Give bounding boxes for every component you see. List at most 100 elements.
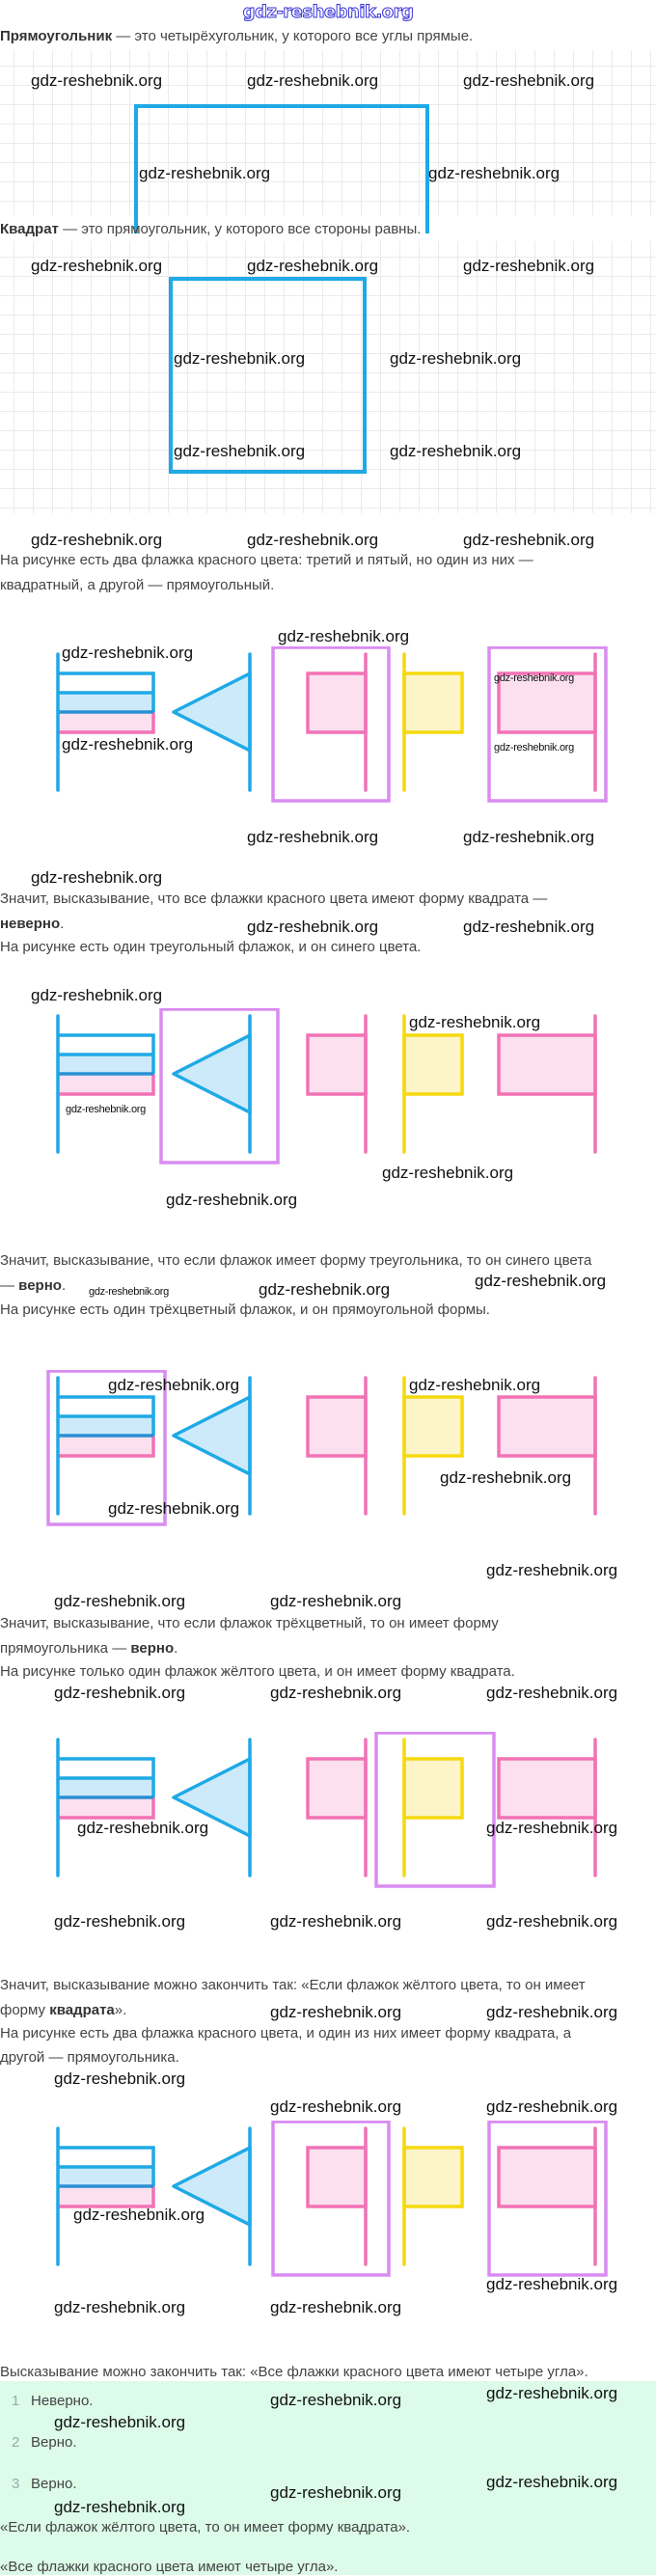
verdict: квадрата xyxy=(49,2002,115,2018)
red-rectangle-flag xyxy=(497,1738,597,1877)
yellow-square-flag xyxy=(402,652,464,792)
watermark-text: gdz-reshebnik.org xyxy=(108,1376,240,1394)
flags-svg xyxy=(56,1007,597,1165)
watermark-text: gdz-reshebnik.org xyxy=(278,627,410,645)
square-shape xyxy=(306,671,368,734)
answer-number: 2 xyxy=(12,2434,20,2451)
intro-line: На рисунке есть один треугольный флажок,… xyxy=(0,939,422,955)
watermark-text: gdz-reshebnik.org xyxy=(270,1684,402,1702)
rectangle-shape xyxy=(134,104,429,233)
watermark-text: gdz-reshebnik.org xyxy=(486,2473,618,2491)
stripe-blue xyxy=(59,1778,154,1797)
highlight-box xyxy=(487,645,608,803)
square-shape xyxy=(402,1395,464,1458)
watermark-text: gdz-reshebnik.org xyxy=(62,644,194,662)
conclusion-post: . xyxy=(61,1277,67,1294)
highlight-box xyxy=(487,2120,608,2277)
conclusion-pre: — xyxy=(0,1277,19,1294)
rectangle-shape xyxy=(497,1395,597,1458)
triangle-flag xyxy=(172,1376,252,1516)
intro-line: другой — прямоугольника. xyxy=(0,2049,179,2066)
flag-outline xyxy=(59,1797,155,1820)
answer-statement: «Все флажки красного цвета имеют четыре … xyxy=(0,2559,339,2575)
watermark-text: gdz-reshebnik.org xyxy=(463,257,595,275)
highlight-box xyxy=(374,1731,496,1888)
rectangle-shape xyxy=(497,2146,597,2208)
intro-line: На рисунке есть два флажка красного цвет… xyxy=(0,2025,572,2042)
watermark-text: gdz-reshebnik.org xyxy=(77,1819,209,1837)
flags-svg xyxy=(56,1731,597,1888)
yellow-square-flag xyxy=(402,1738,464,1877)
conclusion-post: . xyxy=(60,916,65,932)
flag-outline xyxy=(59,1395,155,1436)
flag-outline xyxy=(59,1033,155,1074)
watermark-text: gdz-reshebnik.org xyxy=(31,531,163,549)
conclusion-line: неверно. xyxy=(0,916,64,933)
flags-figure xyxy=(0,1731,656,1896)
watermark-text: gdz-reshebnik.org xyxy=(247,71,379,90)
verdict: верно xyxy=(18,1277,62,1294)
square-shape xyxy=(402,2146,464,2208)
watermark-text: gdz-reshebnik.org xyxy=(486,2097,618,2116)
flags-figure xyxy=(0,645,656,810)
watermark-text: gdz-reshebnik.org xyxy=(270,2483,402,2502)
watermark-text: gdz-reshebnik.org xyxy=(54,1592,186,1610)
triangle-shape xyxy=(172,1395,252,1476)
watermark-text: gdz-reshebnik.org xyxy=(494,742,574,754)
watermark-text: gdz-reshebnik.org xyxy=(62,735,194,754)
stripe-pink xyxy=(59,1797,154,1818)
watermark-text: gdz-reshebnik.org xyxy=(270,2097,402,2116)
conclusion-line: Высказывание можно закончить так: «Все ф… xyxy=(0,2364,588,2380)
triangle-shape xyxy=(172,1033,252,1114)
watermark-text: gdz-reshebnik.org xyxy=(247,257,379,275)
flags-figure xyxy=(0,1369,656,1534)
watermark-text: gdz-reshebnik.org xyxy=(31,71,163,90)
answer-label: Неверно. xyxy=(31,2393,94,2409)
watermark-text: gdz-reshebnik.org xyxy=(54,2298,186,2316)
red-rectangle-flag xyxy=(497,652,597,792)
rectangle-definition: Прямоугольник — это четырёхугольник, у к… xyxy=(0,28,473,45)
highlight-box xyxy=(271,645,391,803)
conclusion-pre: форму xyxy=(0,2002,50,2018)
watermark-text: gdz-reshebnik.org xyxy=(463,918,595,936)
rectangle-shape xyxy=(497,1033,597,1096)
square-shape xyxy=(402,1757,464,1820)
yellow-square-flag xyxy=(402,2126,464,2266)
term: Квадрат xyxy=(0,221,59,237)
watermark-text: gdz-reshebnik.org xyxy=(382,1164,514,1182)
watermark-text: gdz-reshebnik.org xyxy=(66,1104,146,1115)
flags-svg xyxy=(46,1369,597,1526)
square-shape xyxy=(306,2146,368,2208)
square-shape xyxy=(306,1395,368,1458)
watermark-text: gdz-reshebnik.org xyxy=(54,2413,186,2431)
rectangle-shape xyxy=(497,1757,597,1820)
watermark-text: gdz-reshebnik.org xyxy=(73,2206,205,2224)
conclusion-line: прямоугольника — верно. xyxy=(0,1640,178,1658)
highlight-box xyxy=(271,2120,391,2277)
watermark-text: gdz-reshebnik.org xyxy=(486,1561,618,1579)
triangle-flag xyxy=(172,2126,252,2266)
intro-line: квадратный, а другой — прямоугольный. xyxy=(0,577,275,593)
watermark-text: gdz-reshebnik.org xyxy=(174,442,306,460)
square-shape xyxy=(402,671,464,734)
answer-label: Верно. xyxy=(31,2476,77,2492)
watermark-text: gdz-reshebnik.org xyxy=(31,868,163,887)
watermark-text: gdz-reshebnik.org xyxy=(54,1684,186,1702)
watermark-text: gdz-reshebnik.org xyxy=(108,1499,240,1518)
definition-text: — это прямоугольник, у которого все стор… xyxy=(58,221,422,237)
watermark-text: gdz-reshebnik.org xyxy=(390,349,522,368)
watermark-text: gdz-reshebnik.org xyxy=(270,2391,402,2409)
grid-rectangle xyxy=(0,50,656,233)
watermark-text: gdz-reshebnik.org xyxy=(494,672,574,684)
watermark-text: gdz-reshebnik.org xyxy=(270,2298,402,2316)
watermark-text: gdz-reshebnik.org xyxy=(270,2003,402,2021)
red-square-flag xyxy=(306,1738,368,1877)
watermark-text: gdz-reshebnik.org xyxy=(440,1468,572,1487)
watermark-text: gdz-reshebnik.org xyxy=(409,1376,541,1394)
stripe-pink xyxy=(59,2186,154,2206)
red-rectangle-flag xyxy=(497,1376,597,1516)
intro-line: На рисунке только один флажок жёлтого цв… xyxy=(0,1663,515,1680)
square-shape xyxy=(169,277,367,474)
conclusion-line: Значит, высказывание можно закончить так… xyxy=(0,1977,586,1993)
answer-statement: «Если флажок жёлтого цвета, то он имеет … xyxy=(0,2519,411,2535)
